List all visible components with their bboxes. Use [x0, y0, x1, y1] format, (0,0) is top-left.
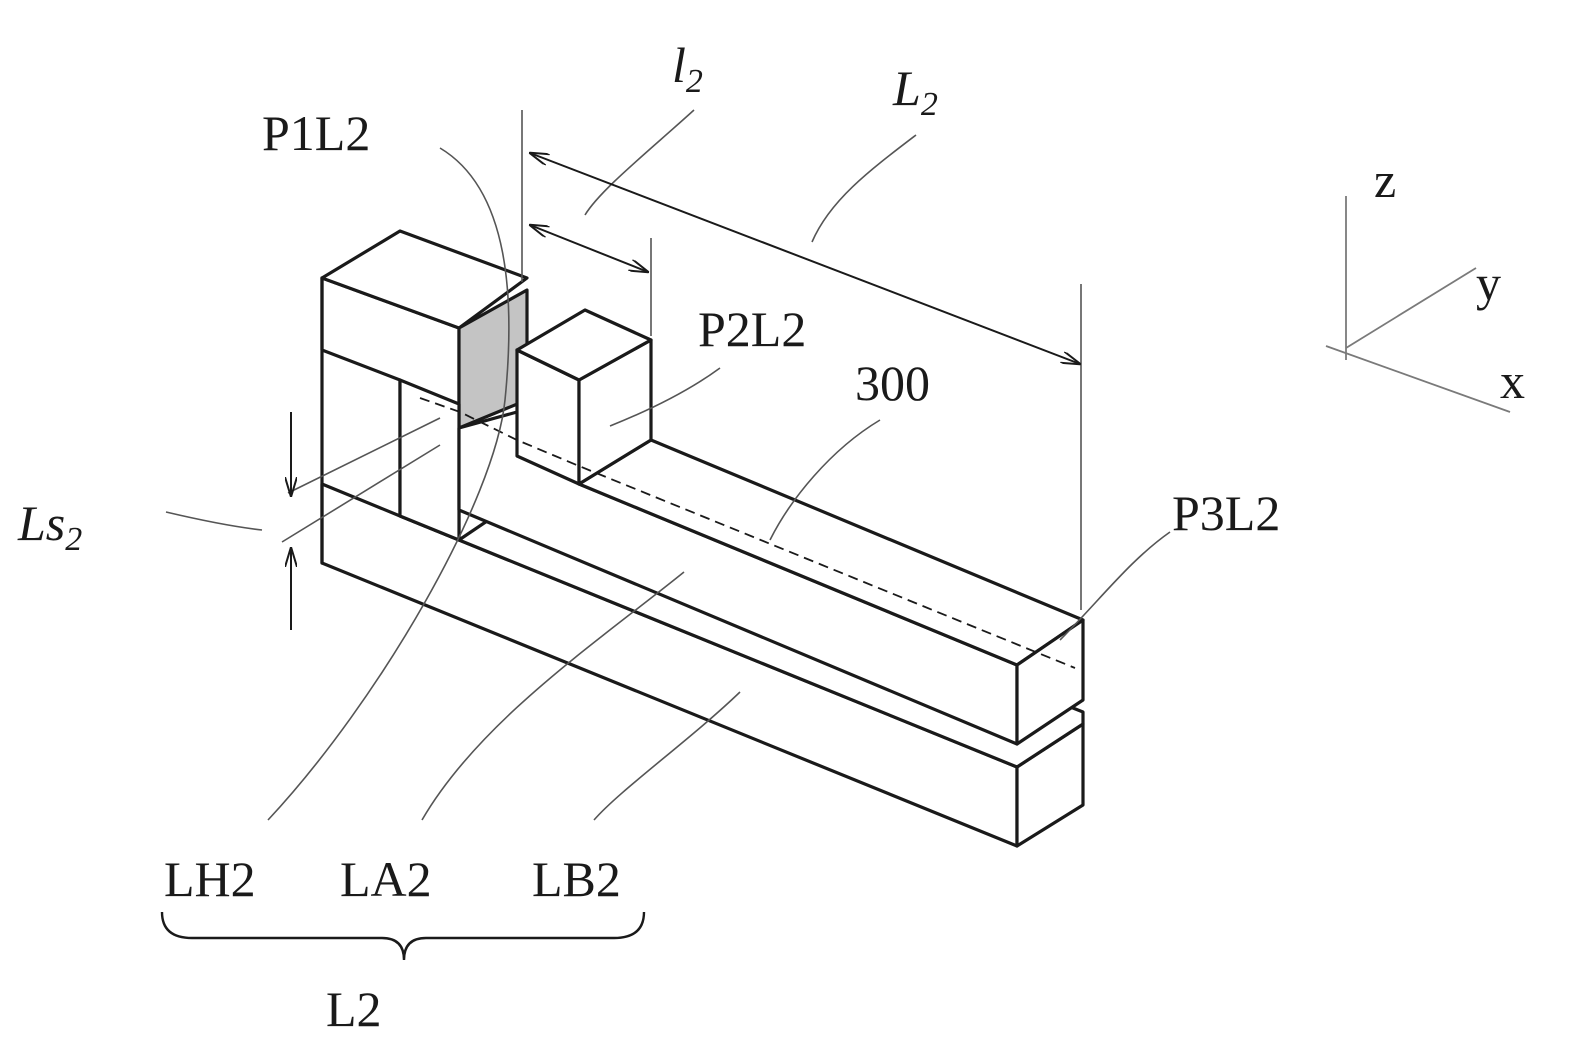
label-ls2: Ls2 — [17, 495, 82, 558]
dimension-l2-arrow — [530, 225, 648, 272]
leader-la2 — [421, 571, 685, 821]
label-la2: LA2 — [340, 851, 432, 907]
leader-lb2 — [593, 691, 741, 821]
label-l2-group: L2 — [326, 981, 382, 1037]
post-inner-face — [398, 378, 461, 542]
x-axis-label: x — [1500, 353, 1525, 409]
leader-lh2 — [267, 147, 510, 821]
label-p1l2: P1L2 — [262, 105, 370, 161]
dimensions — [281, 110, 1081, 630]
leader-p3l2 — [1059, 531, 1171, 641]
label-300: 300 — [855, 355, 930, 411]
labels: P1L2 P2L2 P3L2 300 l2 L2 Ls2 LH2 LA2 LB2… — [17, 37, 1280, 1037]
ls2-guide-upper — [287, 417, 441, 494]
label-lb2: LB2 — [532, 851, 621, 907]
leader-300 — [769, 419, 881, 541]
coordinate-axes: z y x — [1325, 152, 1525, 413]
leader-ls2 — [165, 511, 263, 531]
z-axis-label: z — [1374, 152, 1396, 208]
ls2-guide-lower — [281, 444, 441, 543]
label-L2-dimension-main: L — [892, 60, 921, 116]
label-l2-small-sub: 2 — [686, 63, 703, 100]
leader-p2l2 — [609, 367, 721, 427]
group-brace — [160, 911, 646, 961]
label-lh2: LH2 — [164, 851, 256, 907]
arm-end-face — [1015, 618, 1085, 746]
label-L2-dimension-sub: 2 — [921, 86, 938, 123]
label-ls2-sub: 2 — [65, 521, 82, 558]
centre-line — [419, 397, 1076, 669]
label-L2-dimension: L2 — [892, 60, 938, 123]
leader-l2-large — [811, 134, 917, 243]
label-l2-small-main: l — [672, 37, 686, 93]
leader-l2-small — [584, 109, 695, 216]
dimension-L2-arrow — [530, 153, 1080, 364]
y-axis — [1345, 267, 1477, 349]
y-axis-label: y — [1476, 255, 1501, 311]
label-ls2-main: Ls — [17, 495, 65, 551]
x-axis — [1325, 345, 1511, 413]
label-l2-small: l2 — [672, 37, 703, 100]
vertical-post-lh2 — [320, 229, 529, 565]
label-p3l2: P3L2 — [1172, 485, 1280, 541]
label-p2l2: P2L2 — [698, 301, 806, 357]
